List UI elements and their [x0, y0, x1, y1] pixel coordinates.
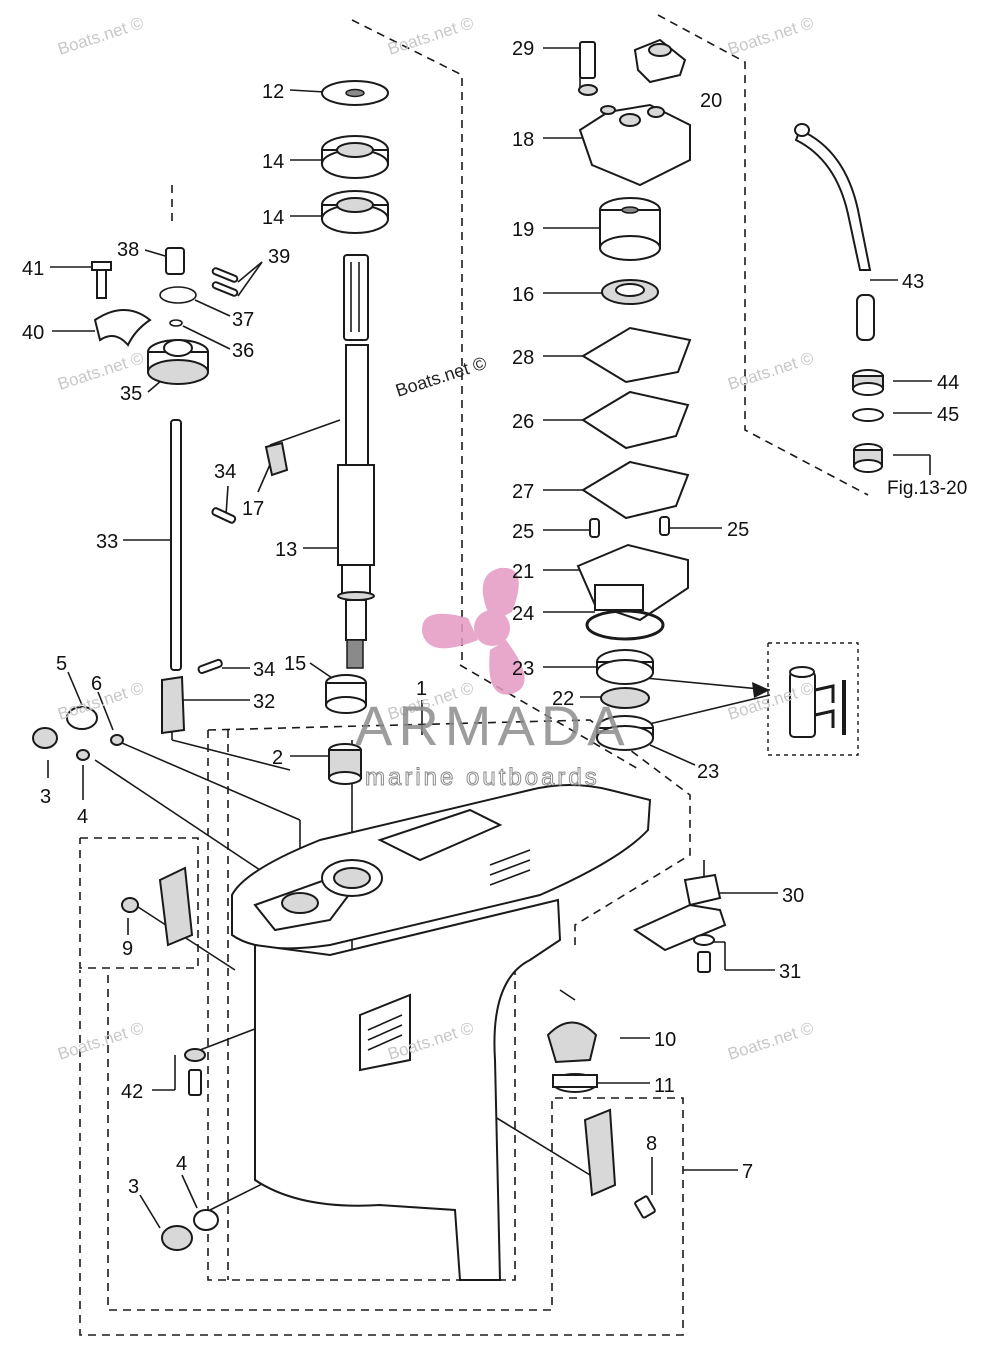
- callout-label: 26: [512, 411, 534, 433]
- callout-label: 14: [262, 151, 284, 173]
- callout-label: 32: [253, 691, 275, 713]
- callout-label: 9: [122, 938, 133, 960]
- callout-label: 27: [512, 481, 534, 503]
- shift-components: [32, 247, 239, 761]
- seal-orientation-inset: [752, 666, 846, 738]
- impeller-16: [601, 279, 659, 305]
- shift-cam-32: [161, 675, 186, 735]
- callout-label: 42: [121, 1081, 143, 1103]
- callout-label: 35: [120, 383, 142, 405]
- trim-components: [121, 866, 727, 1096]
- armada-logo: ARMADA marine outboards: [355, 567, 631, 792]
- callout-label: 14: [262, 207, 284, 229]
- callout-label: 45: [937, 404, 959, 426]
- watermark-text: Boats.net ©: [725, 1018, 816, 1064]
- shift-rod-33: [170, 419, 182, 671]
- callout-label: 12: [262, 81, 284, 103]
- callout-label: 25: [727, 519, 749, 541]
- bearing-14-upper: [321, 135, 389, 179]
- callout-label: 16: [512, 284, 534, 306]
- drive-shaft-13: [337, 254, 375, 669]
- callout-label: 4: [176, 1153, 187, 1175]
- gasket-27: [581, 460, 690, 520]
- assembly-guides: [79, 14, 869, 1336]
- callout-label: 3: [128, 1176, 139, 1198]
- pump-housing-18: [578, 103, 691, 187]
- callout-label: 22: [552, 688, 574, 710]
- watermark-text: Boats.net ©: [385, 13, 476, 59]
- needle-bearing-2: [328, 743, 362, 785]
- callout-label: 19: [512, 219, 534, 241]
- gasket-28: [581, 326, 692, 384]
- washer-22: [600, 687, 650, 709]
- seal-23-lower: [596, 715, 654, 751]
- watermark-text: Boats.net ©: [725, 348, 816, 394]
- impeller-insert-19: [599, 197, 661, 261]
- watermark-text: Boats.net ©: [55, 1018, 146, 1064]
- bushing-15: [325, 674, 367, 714]
- callout-label: 30: [782, 885, 804, 907]
- callout-label: 13: [275, 539, 297, 561]
- callout-label: 36: [232, 340, 254, 362]
- callout-label: 1: [416, 678, 427, 700]
- callout-label: 6: [91, 673, 102, 695]
- callout-label: 2: [272, 747, 283, 769]
- shift-rod-boot-35: [147, 339, 209, 385]
- callout-label: 25: [512, 521, 534, 543]
- brand-tagline: marine outboards: [365, 764, 600, 791]
- water-pump-column: [576, 38, 692, 751]
- callout-label: 20: [700, 90, 722, 112]
- callout-label: 21: [512, 561, 534, 583]
- callout-label: 28: [512, 347, 534, 369]
- callout-label: 34: [214, 461, 236, 483]
- watermark-text: Boats.net ©: [393, 353, 489, 401]
- callout-label: 37: [232, 309, 254, 331]
- callout-labels: 12 14 14 29 20 18 19 16 28 26 27 25 25 2…: [22, 38, 967, 1198]
- lower-case-1: [231, 784, 652, 1281]
- callout-label: 29: [512, 38, 534, 60]
- woodruff-key-17: [264, 441, 289, 477]
- callout-label: 11: [654, 1075, 675, 1097]
- callout-label: 5: [56, 653, 67, 675]
- drive-shaft-column: [264, 80, 389, 785]
- water-tube-group: [794, 123, 884, 473]
- callout-label: 18: [512, 129, 534, 151]
- grommet-44: [852, 369, 884, 396]
- watermark-text: Boats.net ©: [55, 13, 146, 59]
- callout-label: 7: [742, 1161, 753, 1183]
- brand-name: ARMADA: [355, 694, 631, 757]
- callout-label: 23: [697, 761, 719, 783]
- callout-label: 10: [654, 1029, 676, 1051]
- callout-label: 23: [512, 658, 534, 680]
- callout-label: 39: [268, 246, 290, 268]
- callout-label: 31: [779, 961, 801, 983]
- callout-label: 24: [512, 603, 534, 625]
- bearing-14-lower: [321, 190, 389, 234]
- callout-label: 38: [117, 239, 139, 261]
- callout-label: 17: [242, 498, 264, 520]
- propeller-icon: [421, 567, 525, 695]
- callout-label: 34: [253, 659, 275, 681]
- pump-case-21: [576, 543, 689, 622]
- grommet-fig: [853, 443, 883, 473]
- callout-label: 3: [40, 786, 51, 808]
- callout-label: 40: [22, 322, 44, 344]
- watermark-text: Boats.net ©: [725, 13, 816, 59]
- callout-label: 15: [284, 653, 306, 675]
- callout-label: 33: [96, 531, 118, 553]
- seal-23-upper: [596, 649, 654, 685]
- plate-26: [581, 390, 690, 450]
- figure-reference: Fig.13-20: [887, 478, 967, 499]
- callout-label: 8: [646, 1133, 657, 1155]
- callout-label: 4: [77, 806, 88, 828]
- callout-label: 41: [22, 258, 44, 280]
- callout-label: 43: [902, 271, 924, 293]
- callout-label: 44: [937, 372, 959, 394]
- pinion-hardware: [161, 1021, 656, 1251]
